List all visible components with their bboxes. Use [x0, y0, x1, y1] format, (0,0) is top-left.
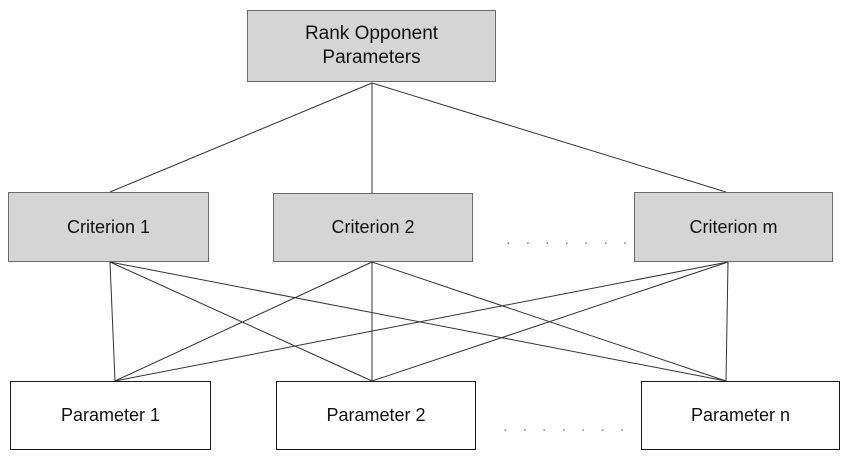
- node-criterion-m[interactable]: Criterion m: [634, 192, 833, 262]
- node-parameter-n[interactable]: Parameter n: [641, 381, 840, 450]
- node-parameter-n-label: Parameter n: [690, 405, 791, 426]
- edge-criterion-m-to-parameter-n: [725, 261, 729, 382]
- edge-criterion-2-to-parameter-1: [114, 261, 373, 382]
- criteria-ellipsis: . . . . . . .: [506, 229, 633, 248]
- node-root-label: Rank Opponent Parameters: [304, 23, 439, 68]
- node-criterion-1[interactable]: Criterion 1: [8, 192, 209, 262]
- node-root[interactable]: Rank Opponent Parameters: [247, 10, 496, 82]
- node-criterion-1-label: Criterion 1: [66, 216, 151, 237]
- edge-root-to-criterion-1: [109, 82, 373, 193]
- edge-criterion-m-to-parameter-2: [371, 261, 729, 382]
- node-criterion-2-label: Criterion 2: [331, 217, 415, 238]
- node-parameter-1-label: Parameter 1: [60, 405, 161, 426]
- edge-criterion-1-to-parameter-2: [109, 261, 373, 382]
- node-parameter-2-label: Parameter 2: [326, 405, 426, 426]
- node-criterion-m-label: Criterion m: [689, 216, 778, 237]
- edge-criterion-1-to-parameter-n: [109, 261, 727, 382]
- node-criterion-2[interactable]: Criterion 2: [273, 193, 473, 262]
- edge-criterion-m-to-parameter-1: [114, 261, 729, 382]
- parameters-ellipsis: . . . . . . .: [503, 416, 630, 435]
- node-parameter-1[interactable]: Parameter 1: [10, 381, 211, 450]
- edge-criterion-1-to-parameter-1: [109, 261, 116, 382]
- edge-root-to-criterion-m: [371, 82, 727, 193]
- node-parameter-2[interactable]: Parameter 2: [276, 381, 476, 450]
